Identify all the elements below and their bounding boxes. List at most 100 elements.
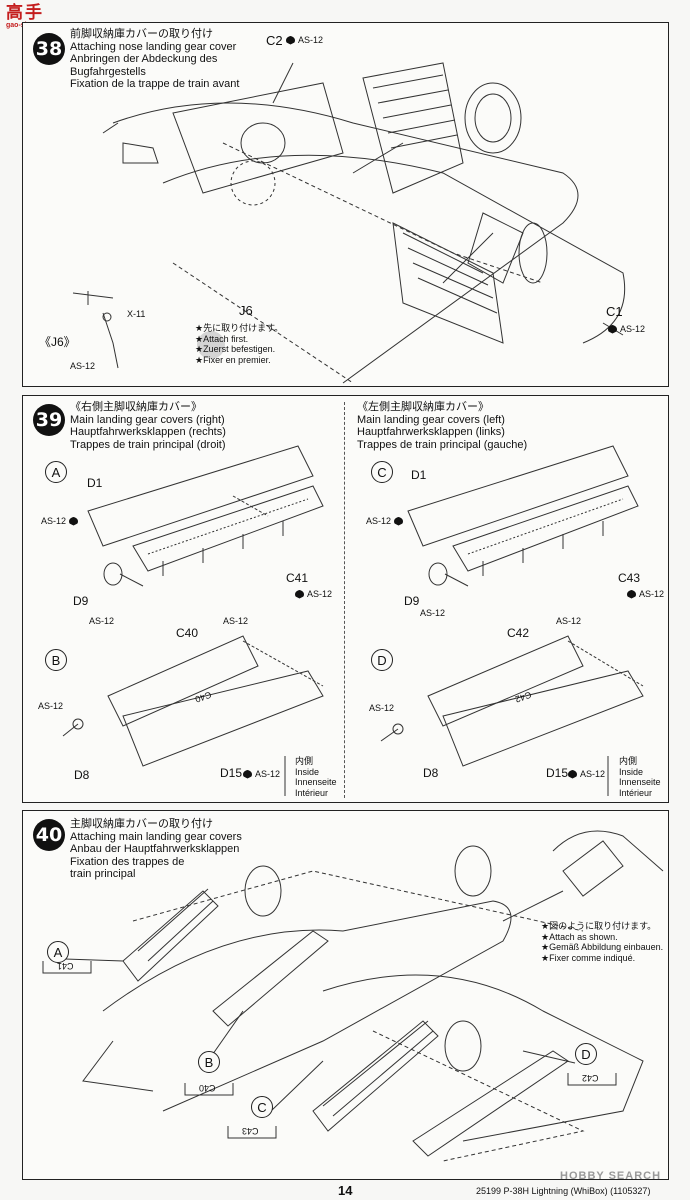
cement-label: AS-12 <box>366 516 392 526</box>
step-40-title-en: Attaching main landing gear covers <box>70 830 242 843</box>
step-39-divider <box>344 402 345 798</box>
callout-b-step40: B <box>198 1051 220 1073</box>
step-38-title-de2: Bugfahrgestells <box>70 65 146 78</box>
step-40-note-fr: ★Fixer comme indiqué. <box>541 952 636 963</box>
cement-c2: AS-12 <box>286 35 323 45</box>
cement-icon <box>243 769 252 779</box>
cement-icon <box>286 35 295 45</box>
step-38-title-en: Attaching nose landing gear cover <box>70 40 237 53</box>
cement-icon <box>394 516 404 526</box>
inside-note-jp: 内側 <box>619 756 638 766</box>
cement-icon <box>568 769 577 779</box>
step-38-note-fr: ★Fixer en premier. <box>195 354 271 365</box>
cement-icon <box>69 516 79 526</box>
cement-c43: AS-12 <box>627 589 664 599</box>
cement-icon <box>295 589 304 599</box>
tag-c41: C41 <box>57 961 74 971</box>
step-38-title-de1: Anbringen der Abdeckung des <box>70 53 218 65</box>
inside-note-right: 内側 Inside Innenseite Intérieur <box>295 756 337 798</box>
step-40-title: 主脚収納庫カバーの取り付け Attaching main landing gea… <box>70 818 242 881</box>
part-c40: C40 <box>176 626 199 640</box>
step-39-right-title-fr: Trappes de train principal (droit) <box>70 438 226 451</box>
step-39-left-title: 《左側主脚収納庫カバー》 Main landing gear covers (l… <box>357 401 527 451</box>
step-38-title: 前脚収納庫カバーの取り付け Attaching nose landing gea… <box>70 28 239 91</box>
step-38-title-jp: 前脚収納庫カバーの取り付け <box>70 28 213 40</box>
part-c2-label: C2 <box>266 33 283 48</box>
cement-d9-left: AS-12 <box>420 608 446 618</box>
part-c42: C42 <box>507 626 530 640</box>
cement-c42: AS-12 <box>556 616 582 626</box>
cement-d8-right: AS-12 <box>38 701 64 711</box>
cement-d1-left: AS-12 <box>366 516 404 526</box>
cement-j6-label: AS-12 <box>70 361 96 371</box>
step-39-right-title: 《右側主脚収納庫カバー》 Main landing gear covers (r… <box>70 401 226 451</box>
step-40-note: ★図のように取り付けます。 ★Attach as shown. ★Gemäß A… <box>541 921 663 963</box>
inside-note-jp: 内側 <box>295 756 314 766</box>
part-j6-label: J6 <box>239 303 253 318</box>
tag-c42: C42 <box>582 1073 599 1083</box>
inside-note-en: Inside <box>619 766 644 777</box>
step-38-note-de: ★Zuerst befestigen. <box>195 344 276 354</box>
part-d15-left: D15 <box>546 766 569 780</box>
step-40-note-jp: ★図のように取り付けます。 <box>541 921 657 931</box>
part-d8-left: D8 <box>423 766 439 780</box>
cement-c2-label: AS-12 <box>298 35 324 45</box>
part-d1-right: D1 <box>87 476 103 490</box>
step-38-note: ★先に取り付けます。 ★Attach first. ★Zuerst befest… <box>195 323 283 365</box>
tag-c43: C43 <box>242 1126 259 1136</box>
callout-d-step40: D <box>575 1043 597 1065</box>
callout-b: B <box>45 649 67 671</box>
step-39-panel: 39 《右側主脚収納庫カバー》 Main landing gear covers… <box>22 395 669 803</box>
callout-a-step40: A <box>47 941 69 963</box>
step-39-left-title-de: Hauptfahrwerksklappen (links) <box>357 426 505 438</box>
cement-d9-right: AS-12 <box>89 616 115 626</box>
callout-c: C <box>371 461 393 483</box>
step-40-note-en: ★Attach as shown. <box>541 931 618 942</box>
step-40-title-jp: 主脚収納庫カバーの取り付け <box>70 818 213 830</box>
step-39-left-title-fr: Trappes de train principal (gauche) <box>357 438 528 451</box>
step-38-note-jp: ★先に取り付けます。 <box>195 323 284 333</box>
cement-c1-label: AS-12 <box>620 324 646 334</box>
callout-c-step40: C <box>251 1096 273 1118</box>
step-40-title-fr1: Fixation des trappes de <box>70 855 185 868</box>
cement-icon <box>627 589 636 599</box>
part-d8-right: D8 <box>74 768 90 782</box>
inside-note-fr: Intérieur <box>619 787 653 798</box>
cement-c1: AS-12 <box>608 324 645 334</box>
step-39-right-title-en: Main landing gear covers (right) <box>70 413 225 426</box>
cement-c40: AS-12 <box>223 616 249 626</box>
inside-note-en: Inside <box>295 766 320 777</box>
cement-d15-left: AS-12 <box>568 769 605 779</box>
step-39-right-title-de: Hauptfahrwerksklappen (rechts) <box>70 426 226 438</box>
step-38-drawing <box>72 62 626 384</box>
tag-c40: C40 <box>199 1083 216 1093</box>
cement-label: AS-12 <box>307 589 333 599</box>
inside-note-left: 内側 Inside Innenseite Intérieur <box>619 756 661 798</box>
inside-note-de: Innenseite <box>295 777 337 787</box>
step-38-title-fr: Fixation de la trappe de train avant <box>70 78 240 90</box>
step-39-left-title-jp: 《左側主脚収納庫カバー》 <box>357 401 489 413</box>
step-40-badge: 40 <box>33 819 65 851</box>
part-x11-label: X-11 <box>127 309 146 319</box>
step-38-note-en: ★Attach first. <box>195 333 249 344</box>
inside-note-fr: Intérieur <box>295 787 329 798</box>
callout-a: A <box>45 461 67 483</box>
product-code: 25199 P-38H Lightning (WhiBox) (1105327) <box>476 1186 651 1196</box>
page-number: 14 <box>338 1183 353 1198</box>
step-40-drawing <box>42 830 664 1162</box>
cement-d15-right: AS-12 <box>243 769 280 779</box>
step-40-note-de: ★Gemäß Abbildung einbauen. <box>541 942 664 952</box>
part-c41: C41 <box>286 571 309 585</box>
cement-label: AS-12 <box>580 769 606 779</box>
cement-d1-right: AS-12 <box>41 516 79 526</box>
step-39-right-title-jp: 《右側主脚収納庫カバー》 <box>70 401 202 413</box>
site-logo-text: 高手 <box>6 3 44 22</box>
step-40-title-de: Anbau der Hauptfahrwerksklappen <box>70 843 240 855</box>
j6-inset-label: 《J6》 <box>39 335 76 349</box>
callout-d: D <box>371 649 393 671</box>
inside-note-de: Innenseite <box>619 777 661 787</box>
cement-icon <box>608 324 617 334</box>
part-c1-label: C1 <box>606 304 623 319</box>
step-40-title-fr2: train principal <box>70 868 136 880</box>
step-38-panel: 38 前脚収納庫カバーの取り付け Attaching nose landing … <box>22 22 669 387</box>
